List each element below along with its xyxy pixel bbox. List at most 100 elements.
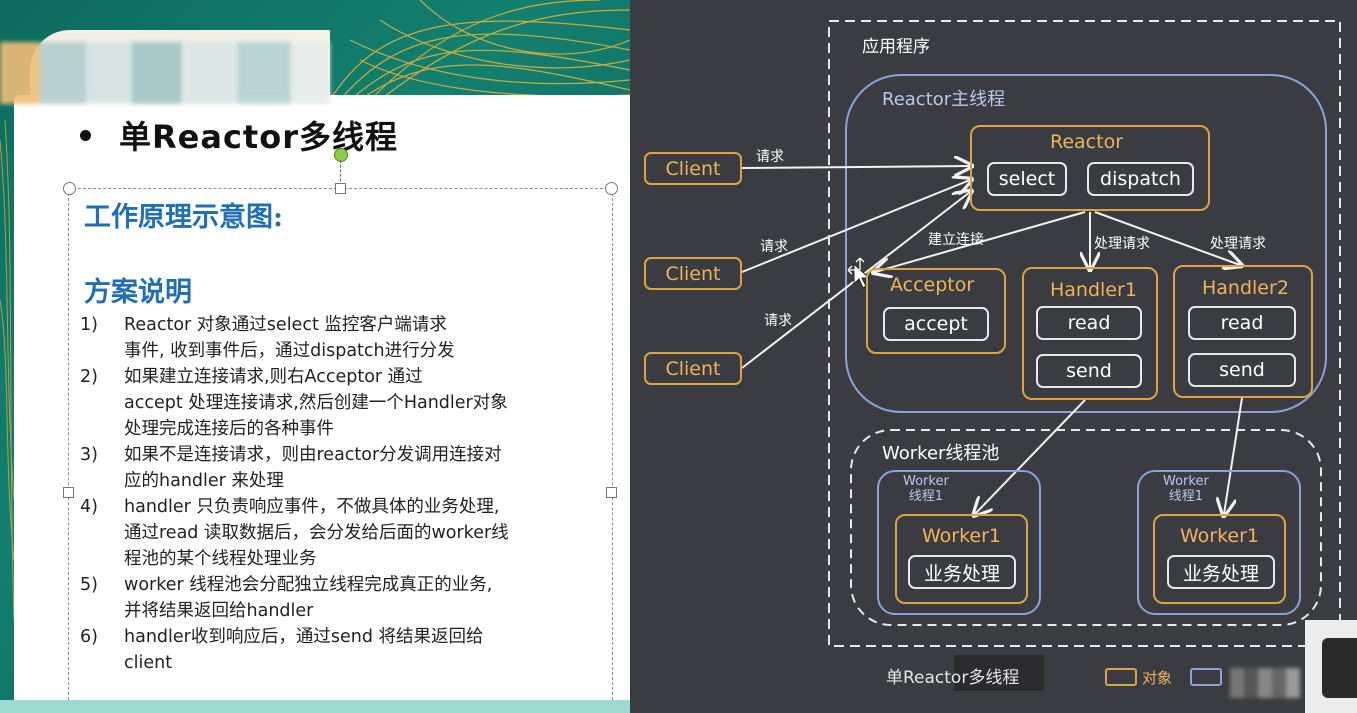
step-line: handler 只负责响应事件，不做具体的业务处理, [124,497,500,517]
arrow-handler1-worker [975,399,1086,514]
camera-icon [1322,638,1357,698]
reactor-thread-boundary [845,74,1327,413]
step-item-2: 2) 如果建立连接请求,则右Acceptor 通过 accept 处理连接请求,然… [80,364,600,442]
rotate-handle-line [340,160,341,186]
acceptor-title: Acceptor [890,274,975,296]
handler1-title: Handler1 [1050,279,1137,301]
client-box-2: Client [644,257,742,290]
worker-pool-label: Worker线程池 [882,443,1000,464]
step-number: 1) [80,315,98,335]
legend-thread-swatch [1190,668,1222,686]
step-line: worker 线程池会分配独立线程完成真正的业务, [124,575,493,595]
step-line: accept 处理连接请求,然后创建一个Handler对象 [124,393,508,413]
handler2-title: Handler2 [1202,277,1289,299]
worker-thread-box-1 [877,470,1041,615]
footer-title: 单Reactor多线程 [886,668,1020,688]
worker-thread-box-2 [1137,470,1301,615]
establish-label: 建立连接 [928,232,984,248]
dispatch-box: dispatch [1087,162,1194,196]
slide-content-panel [14,95,630,713]
arrow-client2-reactor [741,180,970,273]
worker-pool-boundary [850,429,1322,626]
slide-title-text: 单Reactor多线程 [119,118,398,156]
handler1-box [1022,267,1158,400]
step-line: 并将结果返回给handler [124,601,314,621]
client-box-1: Client [644,152,742,185]
step-item-5: 5) worker 线程池会分配独立线程完成真正的业务, 并将结果返回给handl… [80,572,600,624]
section-diagram-heading: 工作原理示意图: [84,202,283,233]
handler2-send-box: send [1188,353,1296,387]
resize-handle-left[interactable] [63,487,74,498]
resize-handle-top-right[interactable] [605,182,618,195]
step-line: 通过read 读取数据后，会分发给后面的worker线 [124,523,509,543]
handler2-read-box: read [1188,306,1296,340]
arrow-client1-reactor [741,166,970,168]
step-number: 2) [80,367,98,387]
blurred-region [1230,668,1300,698]
request-label-1: 请求 [756,149,784,165]
step-line: 程池的某个线程处理业务 [124,549,317,569]
step-line: Reactor 对象通过select 监控客户端请求 [124,315,447,335]
slide: 单Reactor多线程 工作原理示意图: 方案说明 1) Reactor 对象通… [0,0,630,713]
step-line: 处理完成连接后的各种事件 [124,419,334,439]
section-description-heading: 方案说明 [84,277,192,308]
slide-bottom-strip [0,700,630,713]
reactor-box [970,125,1210,211]
step-list: 1) Reactor 对象通过select 监控客户端请求事件, 收到事件后，通… [80,312,600,676]
step-item-1: 1) Reactor 对象通过select 监控客户端请求事件, 收到事件后，通… [80,312,600,364]
rotate-handle[interactable] [334,148,348,162]
step-line: handler收到响应后，通过send 将结果返回给 [124,627,484,647]
worker-thread-label-line: 线程1 [1168,489,1204,504]
slide-title: 单Reactor多线程 [80,112,398,158]
step-number: 5) [80,575,98,595]
handle-request-label-1: 处理请求 [1094,236,1150,252]
reactor-thread-label: Reactor主线程 [882,89,1006,110]
step-line: 事件, 收到事件后，通过dispatch进行分发 [124,341,455,361]
worker-thread-label-line: 线程1 [908,489,944,504]
step-line: 如果建立连接请求,则右Acceptor 通过 [124,367,423,387]
arrow-reactor-acceptor [875,211,1086,272]
resize-handle-top[interactable] [335,183,346,194]
worker-thread-label-line: Worker [903,474,949,489]
reactor-title: Reactor [1050,131,1124,153]
business-task-box-left: 业务处理 [908,555,1016,589]
handler2-box [1173,265,1313,398]
step-line: 应的handler 来处理 [124,471,284,491]
legend-object-swatch [1105,668,1137,686]
step-item-4: 4) handler 只负责响应事件，不做具体的业务处理, 通过read 读取数据… [80,494,600,572]
bullet-icon [80,129,91,141]
page-number-overlay [954,655,1044,691]
blurred-region [0,42,330,104]
worker1-title-right: Worker1 [1180,525,1260,547]
worker1-title-left: Worker1 [922,525,1002,547]
slide-decoration [0,0,630,621]
step-number: 4) [80,497,98,517]
worker1-box-left [895,514,1028,604]
request-label-2: 请求 [760,239,788,255]
architecture-diagram: 应用程序 Reactor主线程 Worker线程池 Reactor select… [630,0,1357,713]
resize-handle-top-left[interactable] [63,182,76,195]
step-number: 3) [80,445,98,465]
handler1-read-box: read [1036,306,1142,340]
step-number: 6) [80,627,98,647]
legend-object-label: 对象 [1142,669,1173,687]
worker1-box-right [1153,514,1286,604]
select-box: select [987,162,1067,196]
handle-request-label-2: 处理请求 [1210,236,1266,252]
diagram-connectors [741,20,1341,647]
worker-thread-label-line: Worker [1163,474,1209,489]
request-label-3: 请求 [764,313,792,329]
acceptor-box [866,268,1006,354]
arrow-reactor-handler2 [1094,211,1240,265]
arrow-handler2-worker [1224,397,1243,514]
app-boundary [828,20,1341,647]
app-label: 应用程序 [862,37,930,57]
handler1-send-box: send [1036,354,1142,388]
resize-handle-right[interactable] [606,487,617,498]
step-item-3: 3) 如果不是连接请求，则由reactor分发调用连接对应的handler 来处… [80,442,600,494]
business-task-box-right: 业务处理 [1167,555,1275,589]
client-box-3: Client [644,352,742,385]
step-line: client [124,653,173,673]
